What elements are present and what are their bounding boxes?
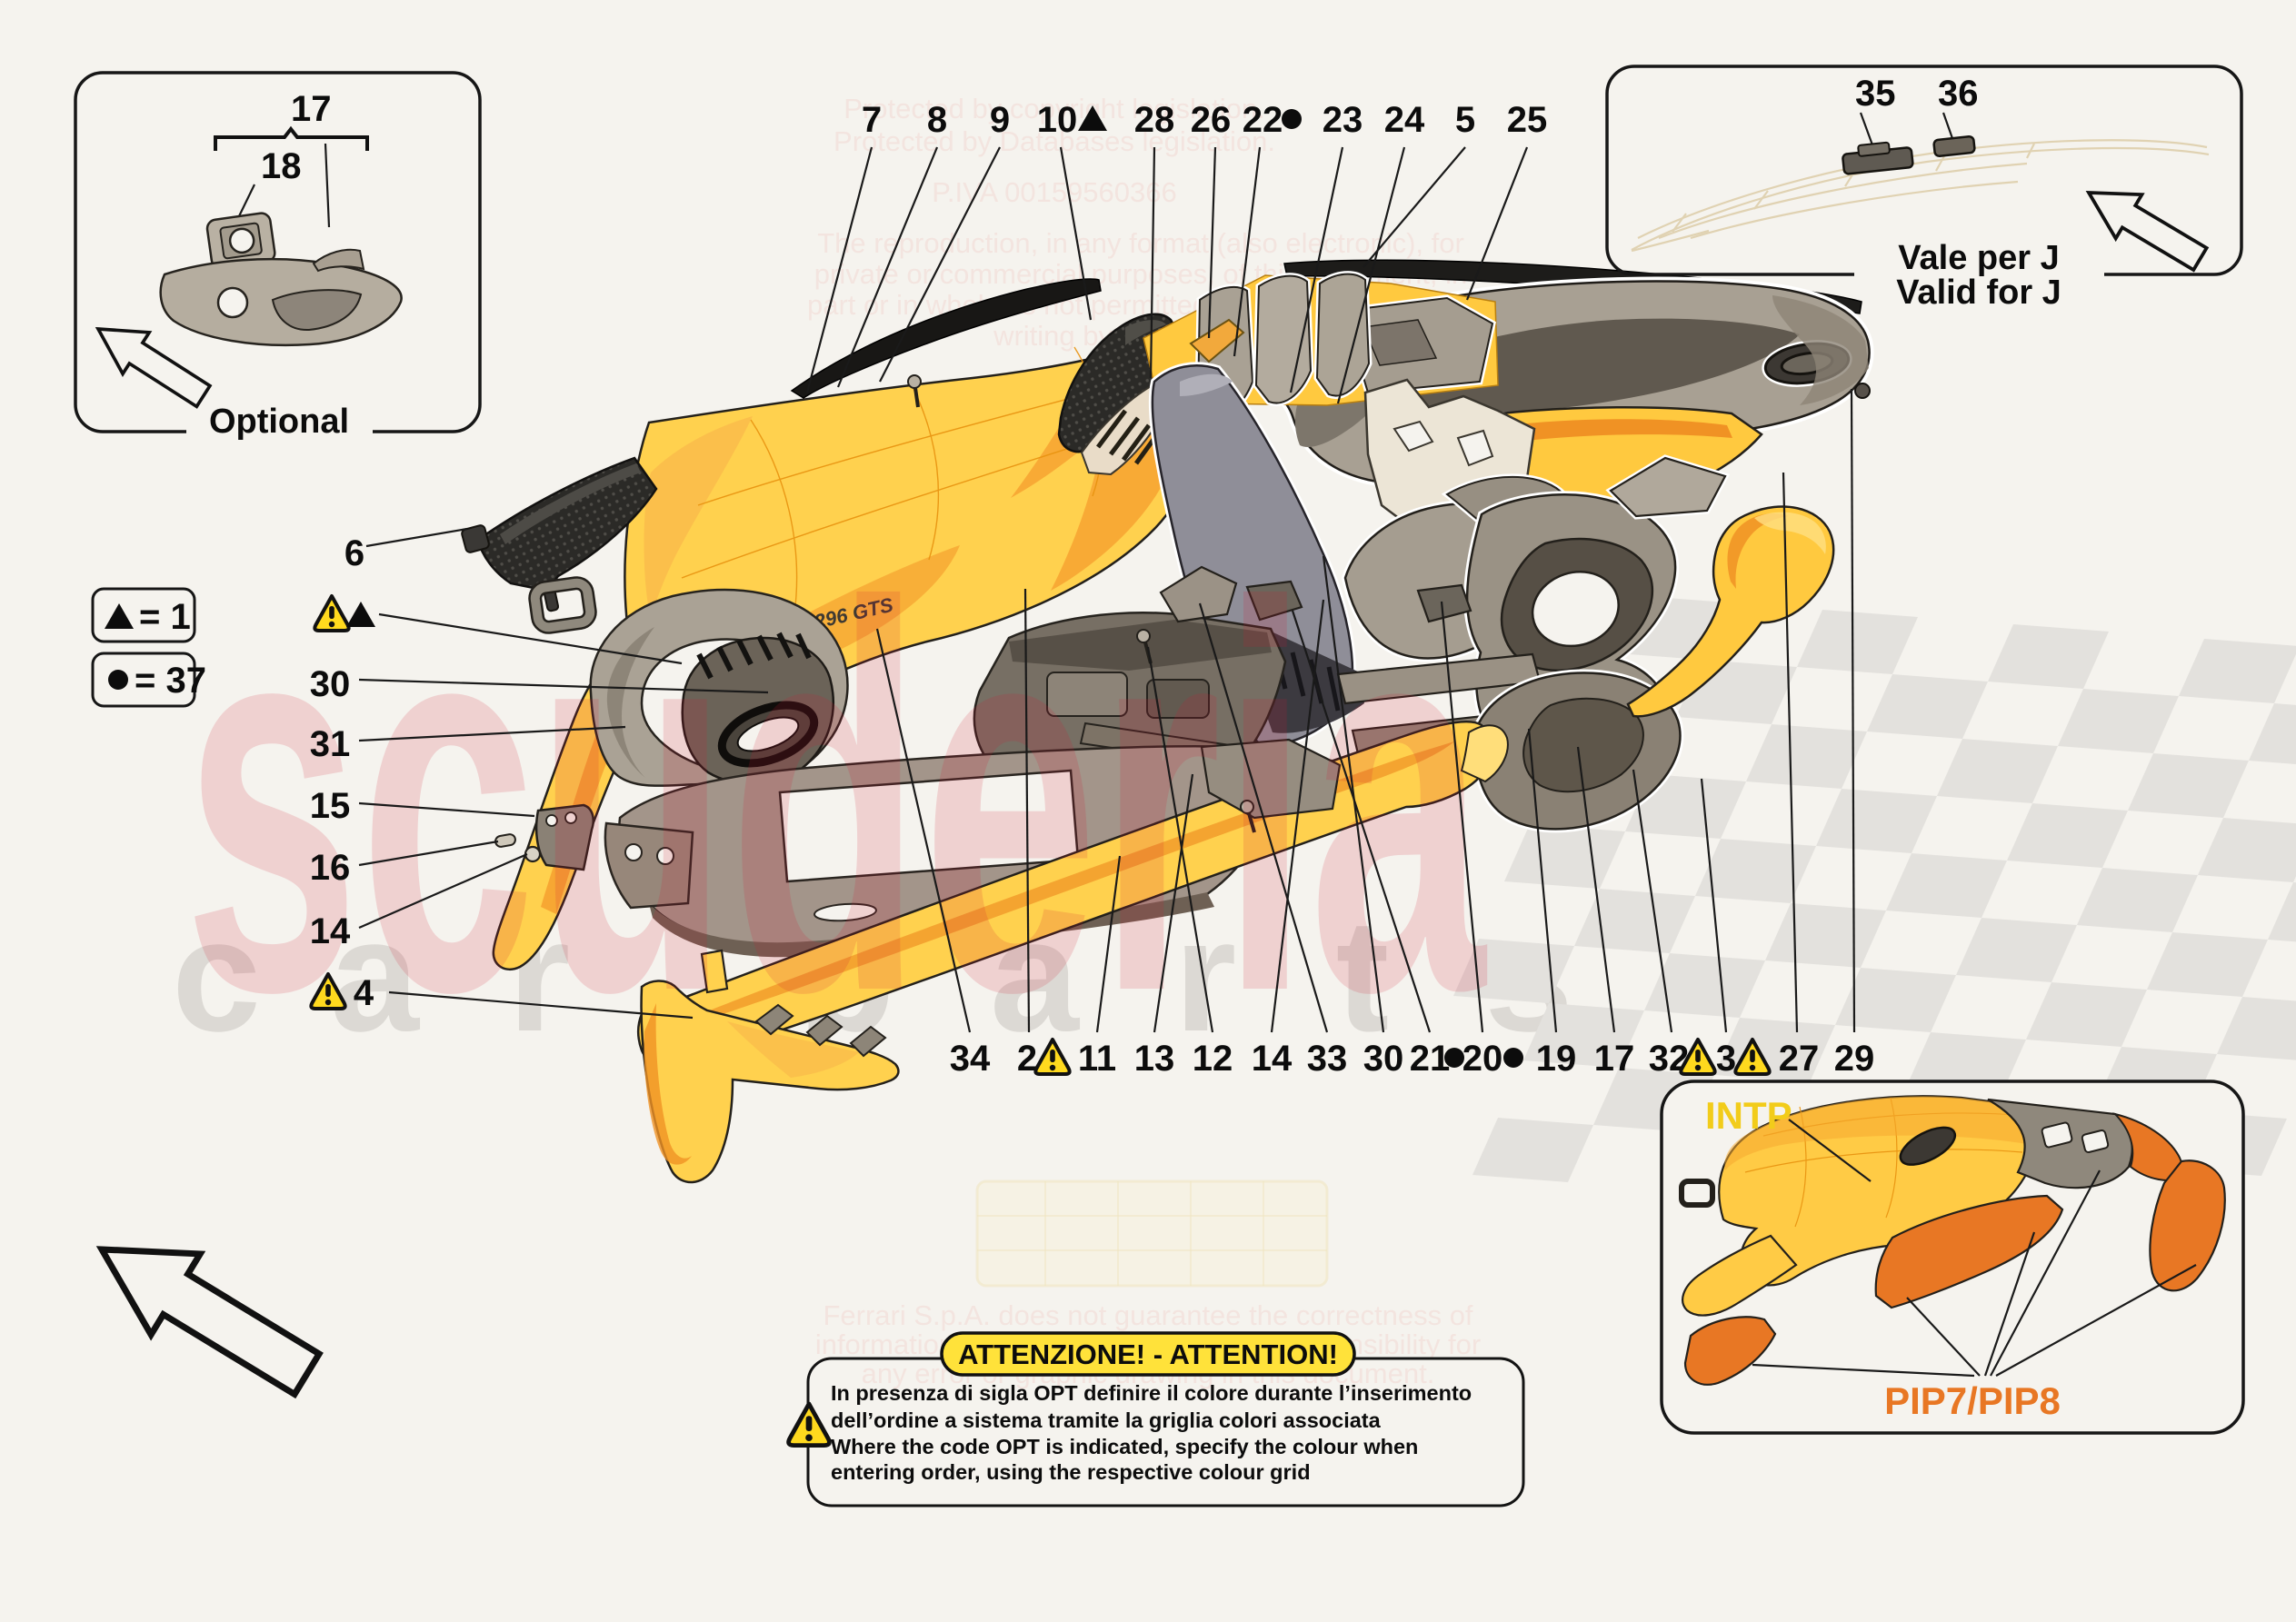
svg-text:20: 20 — [1462, 1039, 1503, 1079]
svg-text:34: 34 — [950, 1039, 991, 1079]
svg-text:Protected by Databases legisla: Protected by Databases legislation. — [834, 125, 1275, 157]
svg-text:Vale per J: Vale per J — [1898, 239, 2059, 277]
svg-text:31: 31 — [310, 724, 351, 764]
svg-text:6: 6 — [344, 533, 364, 573]
svg-text:16: 16 — [310, 848, 351, 888]
svg-text:18: 18 — [261, 146, 302, 186]
svg-text:ATTENZIONE! - ATTENTION!: ATTENZIONE! - ATTENTION! — [958, 1338, 1338, 1370]
svg-text:The reproduction, in any forma: The reproduction, in any format (also el… — [817, 227, 1464, 259]
svg-text:Protected by copyright legisla: Protected by copyright legislation. — [844, 93, 1265, 124]
svg-text:30: 30 — [310, 664, 351, 704]
svg-text:24: 24 — [1384, 100, 1425, 140]
svg-text:Where the code OPT is indicate: Where the code OPT is indicated, specify… — [831, 1435, 1418, 1458]
svg-text:23: 23 — [1323, 100, 1363, 140]
svg-text:14: 14 — [310, 911, 351, 951]
svg-text:17: 17 — [1594, 1039, 1635, 1079]
svg-text:15: 15 — [310, 786, 351, 826]
svg-text:30: 30 — [1363, 1039, 1404, 1079]
svg-text:9: 9 — [990, 100, 1010, 140]
svg-text:17: 17 — [291, 89, 332, 129]
svg-text:r: r — [1174, 887, 1237, 1065]
svg-text:29: 29 — [1834, 1039, 1875, 1079]
svg-text:36: 36 — [1938, 74, 1979, 114]
svg-text:26: 26 — [1191, 100, 1232, 140]
svg-text:19: 19 — [1536, 1039, 1577, 1079]
svg-text:35: 35 — [1855, 74, 1896, 114]
svg-text:22: 22 — [1243, 100, 1283, 140]
svg-text:INTP: INTP — [1705, 1094, 1792, 1137]
svg-text:28: 28 — [1134, 100, 1175, 140]
svg-text:Ferrari S.p.A. does not guaran: Ferrari S.p.A. does not guarantee the co… — [823, 1299, 1472, 1331]
svg-text:c: c — [172, 887, 261, 1065]
svg-text:Optional: Optional — [209, 403, 349, 441]
svg-text:3: 3 — [1716, 1039, 1736, 1079]
svg-text:entering order, using the resp: entering order, using the respective col… — [831, 1460, 1311, 1484]
svg-text:dell’ordine a sistema tramite: dell’ordine a sistema tramite la griglia… — [831, 1408, 1382, 1432]
svg-text:11: 11 — [1078, 1039, 1116, 1079]
svg-text:13: 13 — [1134, 1039, 1175, 1079]
svg-text:scuderia: scuderia — [184, 494, 1487, 1106]
svg-text:= 37: = 37 — [135, 661, 206, 701]
svg-text:21: 21 — [1410, 1039, 1451, 1079]
svg-text:5: 5 — [1455, 100, 1475, 140]
svg-text:7: 7 — [862, 100, 882, 140]
svg-text:12: 12 — [1193, 1039, 1233, 1079]
svg-text:2: 2 — [1017, 1039, 1037, 1079]
svg-text:Valid for J: Valid for J — [1896, 274, 2061, 312]
svg-text:25: 25 — [1507, 100, 1548, 140]
svg-text:a: a — [330, 887, 420, 1065]
svg-text:4: 4 — [354, 973, 374, 1013]
svg-text:PIP7/PIP8: PIP7/PIP8 — [1884, 1379, 2061, 1422]
svg-text:27: 27 — [1779, 1039, 1820, 1079]
svg-text:14: 14 — [1252, 1039, 1293, 1079]
svg-text:= 1: = 1 — [139, 597, 191, 637]
svg-text:10: 10 — [1037, 100, 1078, 140]
svg-text:8: 8 — [927, 100, 947, 140]
svg-text:In presenza di sigla OPT defin: In presenza di sigla OPT definire il col… — [831, 1381, 1472, 1405]
svg-text:P.IVA 00159560366: P.IVA 00159560366 — [932, 176, 1177, 208]
svg-text:t: t — [1336, 887, 1390, 1065]
svg-text:33: 33 — [1307, 1039, 1348, 1079]
